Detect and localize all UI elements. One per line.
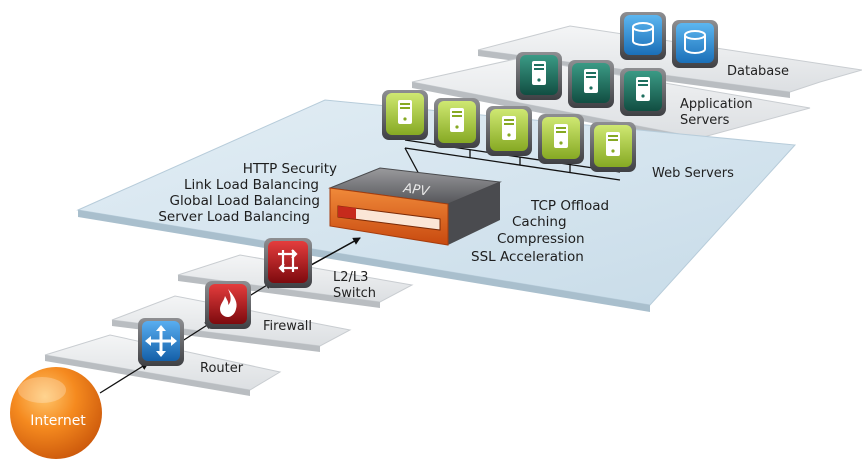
four-way-arrows-icon [145, 325, 177, 357]
server-tower-icon [450, 108, 464, 132]
router-label: Router [200, 361, 244, 376]
app-server-node [516, 52, 562, 100]
application-label-line2: Servers [680, 113, 730, 128]
web-server-node [590, 122, 636, 172]
feature-server-load-balancing: Server Load Balancing [158, 209, 310, 225]
app-server-node [620, 68, 666, 116]
database-cylinder-icon [684, 30, 706, 54]
server-tower-icon [502, 116, 516, 140]
web-server-node [382, 90, 428, 140]
database-node [672, 20, 718, 68]
internet-node: Internet [10, 367, 102, 459]
database-node [620, 12, 666, 60]
application-label-line1: Application [680, 97, 753, 112]
feature-global-load-balancing: Global Load Balancing [170, 193, 320, 209]
feature-http-security: HTTP Security [243, 161, 337, 177]
feature-compression: Compression [497, 231, 585, 247]
server-tower-icon [584, 69, 598, 93]
switch-label-line2: Switch [333, 286, 376, 301]
apv-appliance: APV [328, 167, 502, 246]
apv-left-features: HTTP Security Link Load Balancing Global… [158, 161, 337, 225]
internet-label: Internet [30, 413, 86, 429]
app-server-node [568, 60, 614, 108]
server-tower-icon [606, 132, 620, 156]
database-cylinder-icon [632, 22, 654, 46]
firewall-label: Firewall [263, 319, 312, 334]
web-servers-label: Web Servers [652, 166, 734, 181]
flame-icon [220, 289, 237, 317]
switch-node [264, 238, 312, 288]
web-server-node [434, 98, 480, 148]
apv-right-features: TCP Offload Caching Compression SSL Acce… [471, 198, 609, 265]
feature-tcp-offload: TCP Offload [530, 198, 609, 214]
apv-right-side [448, 182, 500, 245]
application-servers: Application Servers [516, 52, 753, 128]
feature-link-load-balancing: Link Load Balancing [184, 177, 319, 193]
crossed-arrows-icon [278, 249, 298, 273]
router-node [138, 318, 184, 366]
web-servers: Web Servers [382, 90, 734, 181]
feature-ssl-acceleration: SSL Acceleration [471, 249, 584, 265]
database-servers: Database [620, 12, 789, 79]
server-tower-icon [554, 124, 568, 148]
web-server-node [486, 106, 532, 156]
feature-caching: Caching [512, 214, 567, 230]
database-label: Database [727, 64, 789, 79]
switch-label-line1: L2/L3 [333, 270, 368, 285]
web-server-node [538, 114, 584, 164]
server-tower-icon [398, 100, 412, 124]
apv-label: APV [401, 181, 431, 200]
server-tower-icon [636, 77, 650, 101]
firewall-node [205, 281, 251, 329]
server-tower-icon [532, 61, 546, 85]
